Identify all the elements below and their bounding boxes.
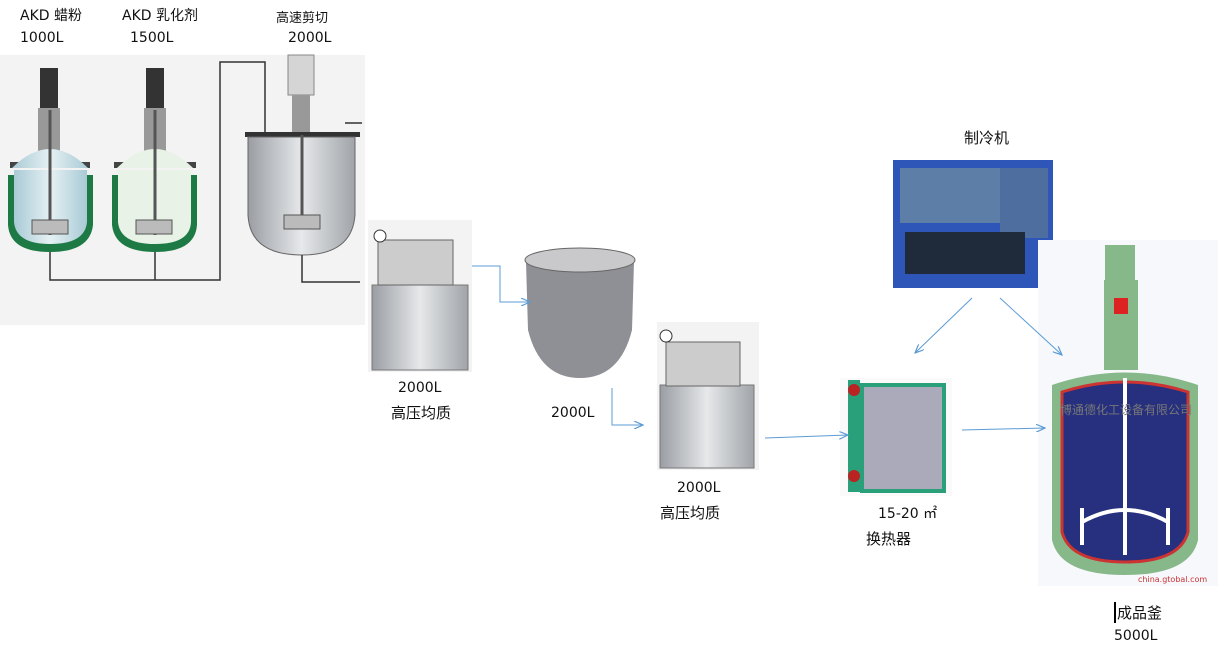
reactor-watermark: 博通德化工设备有限公司 (1060, 402, 1192, 417)
shear-volume: 2000L (288, 30, 332, 46)
heat-exchanger (840, 378, 952, 496)
heat-exchanger-name: 换热器 (866, 530, 912, 548)
buffer-tank-volume: 2000L (551, 405, 595, 421)
homogenizer1-name: 高压均质 (391, 404, 452, 422)
wax-tank (8, 68, 93, 252)
product-tank-volume: 5000L (1114, 628, 1158, 644)
homogenizer-2 (657, 322, 759, 470)
heat-exchanger-area: 15-20 ㎡ (878, 506, 938, 522)
homogenizer2-volume: 2000L (677, 480, 721, 496)
high-shear-tank (245, 54, 360, 256)
flow-arrows (472, 265, 1062, 438)
tank1-volume: 1000L (20, 30, 64, 46)
emulsifier-tank (112, 68, 197, 252)
tank2-volume: 1500L (130, 30, 174, 46)
chiller-name: 制冷机 (964, 129, 1010, 147)
chiller (893, 160, 1053, 288)
buffer-tank (524, 247, 636, 378)
tank1-name: AKD 蜡粉 (20, 8, 82, 24)
site-watermark: china.gtobal.com (1138, 575, 1207, 584)
product-reactor (1038, 240, 1218, 586)
homogenizer-1 (368, 220, 472, 372)
tank2-name: AKD 乳化剂 (122, 8, 198, 24)
homogenizer1-volume: 2000L (398, 380, 442, 396)
homogenizer2-name: 高压均质 (660, 504, 721, 522)
shear-name: 高速剪切 (276, 11, 329, 26)
product-tank-name: 成品釜 (1114, 602, 1162, 623)
